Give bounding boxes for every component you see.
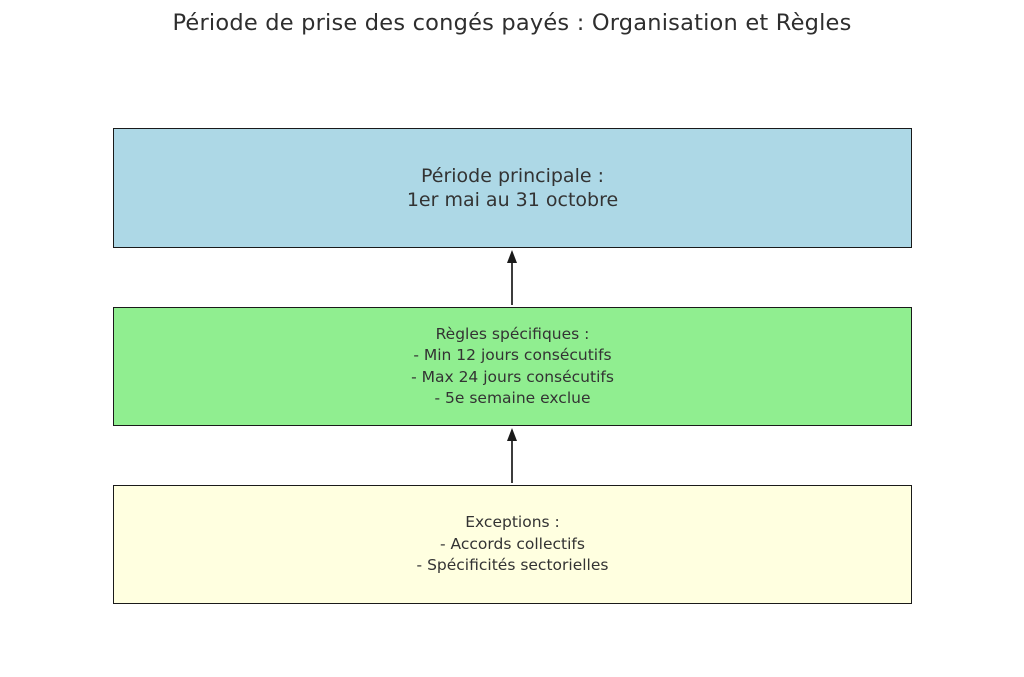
box-specific-rules: Règles spécifiques : - Min 12 jours cons… bbox=[113, 307, 912, 426]
diagram-title: Période de prise des congés payés : Orga… bbox=[172, 10, 852, 36]
box-exceptions-line-3: - Spécificités sectorielles bbox=[416, 556, 609, 575]
box-exceptions-line-2: - Accords collectifs bbox=[440, 534, 585, 553]
box-exceptions: Exceptions : - Accords collectifs - Spéc… bbox=[113, 485, 912, 604]
box-specific-rules-line-4: - 5e semaine exclue bbox=[434, 389, 591, 407]
box-specific-rules-line-3: - Max 24 jours consécutifs bbox=[411, 367, 614, 386]
box-specific-rules-line-1: Règles spécifiques : bbox=[435, 324, 590, 343]
box-main-period-line-1: Période principale : bbox=[420, 165, 604, 187]
box-specific-rules-line-2: - Min 12 jours consécutifs bbox=[413, 346, 612, 364]
arrow-up-icon bbox=[507, 428, 517, 483]
box-exceptions-line-1: Exceptions : bbox=[465, 513, 560, 532]
box-main-period-line-2: 1er mai au 31 octobre bbox=[406, 189, 619, 211]
box-main-period: Période principale : 1er mai au 31 octob… bbox=[113, 128, 912, 248]
arrow-up-icon bbox=[507, 250, 517, 305]
